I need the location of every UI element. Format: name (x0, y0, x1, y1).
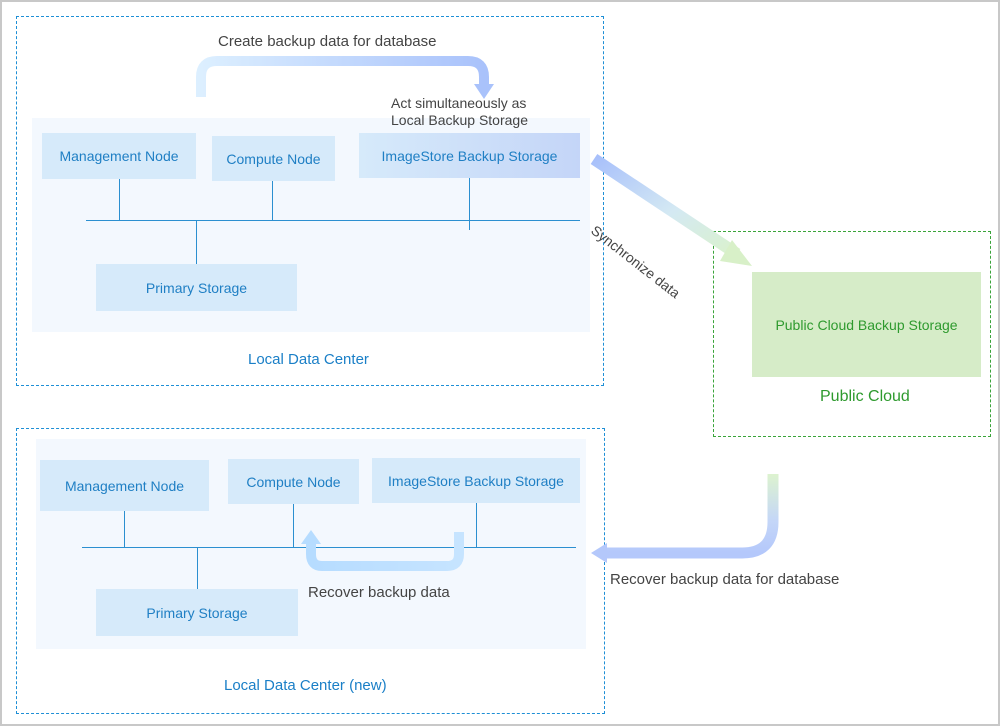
new-compute-node: Compute Node (228, 459, 359, 504)
management-node: Management Node (42, 133, 196, 179)
sync-arrowhead (720, 240, 752, 266)
public-cloud-caption: Public Cloud (820, 388, 910, 405)
compute-node: Compute Node (212, 136, 335, 181)
recover-db-arrow (607, 474, 779, 559)
public-cloud-backup-storage: Public Cloud Backup Storage (752, 272, 981, 377)
sync-arrow (590, 154, 741, 259)
new-primary-link (197, 547, 198, 589)
management-link (119, 179, 120, 221)
recover-backup-arrowhead (301, 530, 321, 544)
imagestore-link (469, 178, 470, 230)
local-data-center-frame (16, 16, 604, 386)
primary-storage: Primary Storage (96, 264, 297, 311)
new-compute-link (293, 504, 294, 548)
new-data-center-frame (16, 428, 605, 714)
new-management-link (124, 511, 125, 548)
recover-backup-arrow (306, 532, 464, 571)
recover-db-arrowhead (591, 543, 607, 563)
new-imagestore-backup-storage: ImageStore Backup Storage (372, 458, 580, 503)
new-imagestore-link (476, 503, 477, 548)
recover-backup-label: Recover backup data (308, 584, 450, 601)
local-backup-note: Act simultaneously as Local Backup Stora… (391, 95, 528, 129)
new-network-bus (82, 547, 576, 548)
public-cloud-frame (713, 231, 991, 437)
create-backup-arrowhead (474, 84, 494, 99)
compute-link (272, 181, 273, 221)
network-bus (86, 220, 580, 221)
create-backup-label: Create backup data for database (218, 33, 437, 50)
primary-link (196, 220, 197, 264)
local-data-center-caption: Local Data Center (248, 351, 369, 368)
imagestore-backup-storage: ImageStore Backup Storage (359, 133, 580, 178)
new-management-node: Management Node (40, 460, 209, 511)
create-backup-arrow (196, 56, 489, 97)
new-data-center-caption: Local Data Center (new) (224, 677, 387, 694)
recover-database-label: Recover backup data for database (610, 571, 840, 588)
new-primary-storage: Primary Storage (96, 589, 298, 636)
local-backup-note-line2: Local Backup Storage (391, 112, 528, 128)
local-backup-note-line1: Act simultaneously as (391, 95, 527, 111)
